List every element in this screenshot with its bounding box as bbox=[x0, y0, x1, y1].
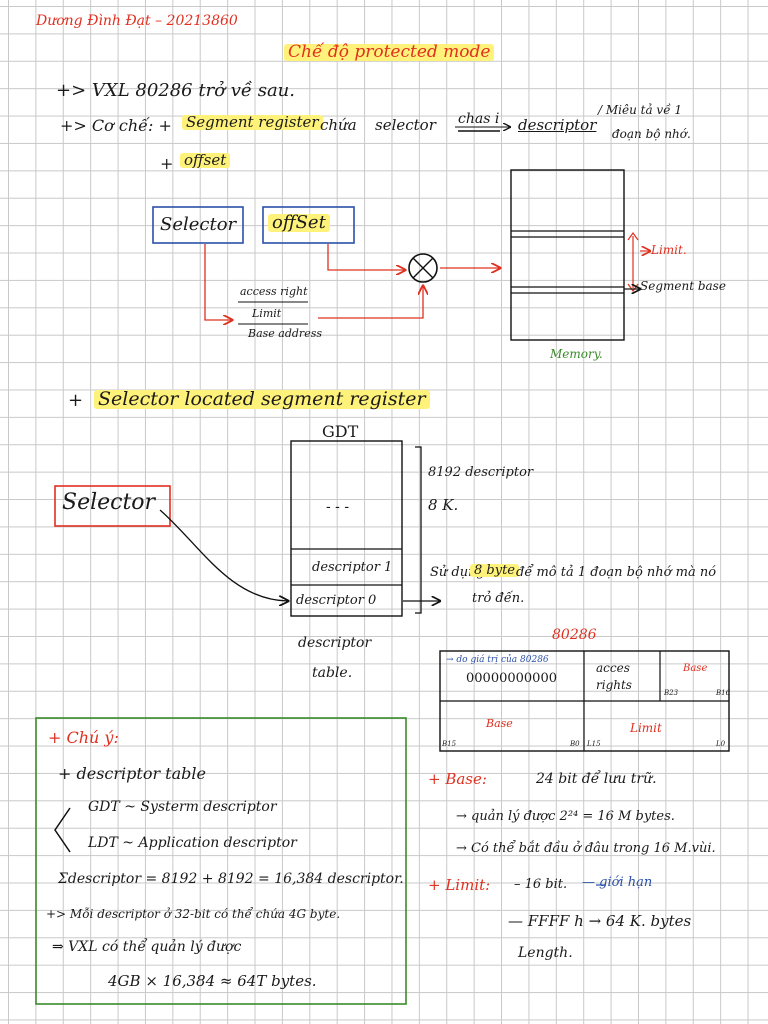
selector-box2-frame bbox=[54, 485, 171, 527]
brace-k: 8 K. bbox=[428, 496, 459, 514]
selector-word: selector bbox=[375, 116, 436, 134]
cell1-value: 00000000000 bbox=[466, 671, 557, 686]
base-desc: 24 bit để lưu trữ. bbox=[536, 771, 657, 787]
memory-block bbox=[510, 169, 625, 341]
table-dots: - - - bbox=[326, 499, 350, 515]
brace-count: 8192 descriptor bbox=[428, 465, 534, 480]
contains-word: chứa bbox=[320, 116, 357, 134]
note-title: + Chú ý: bbox=[48, 728, 119, 747]
chas-word: chas i bbox=[458, 111, 500, 127]
selector-box-label: Selector bbox=[160, 214, 237, 235]
l15: L15 bbox=[587, 740, 601, 748]
descriptor-table-label2: table. bbox=[312, 665, 353, 681]
offset-box-label: offSet bbox=[268, 214, 330, 232]
segment-register-label: Segment register bbox=[182, 115, 323, 130]
base-heading: + Base: bbox=[428, 770, 487, 788]
limit-desc: – 16 bit. bbox=[514, 877, 568, 892]
gdt-table bbox=[290, 440, 403, 617]
limit-heading: + Limit: bbox=[428, 876, 491, 894]
ffff-line: — FFFF h → 64 K. bytes bbox=[508, 912, 692, 930]
limit-text: Limit bbox=[252, 307, 282, 320]
author-line: Dương Đình Đạt – 20213860 bbox=[36, 13, 238, 29]
table-80286-title: 80286 bbox=[552, 627, 597, 643]
segment-base-label: Segment base bbox=[640, 279, 726, 293]
b15: B15 bbox=[442, 740, 457, 748]
manage-line: → quản lý được 2²⁴ = 16 M bytes. bbox=[456, 809, 675, 824]
memory-label: Memory. bbox=[550, 347, 603, 361]
start-line: → Có thể bắt đầu ở đâu trong 16 M.vùi. bbox=[456, 841, 716, 856]
vxl-line: ⇒ VXL có thể quản lý được bbox=[52, 939, 242, 955]
selector-curve bbox=[159, 509, 288, 601]
b23: B23 bbox=[664, 689, 679, 697]
selector-box-frame bbox=[152, 206, 244, 244]
access-rights-text: access right bbox=[240, 285, 308, 298]
offset-box-frame bbox=[262, 206, 355, 244]
total-line: 4GB × 16,384 ≈ 64T bytes. bbox=[108, 972, 317, 990]
limit-cell: Limit bbox=[630, 721, 662, 735]
page-title: Chế độ protected mode bbox=[284, 44, 495, 61]
cell1-note: → do giá trị của 80286 bbox=[446, 655, 549, 665]
sum-line: Σdescriptor = 8192 + 8192 = 16,384 descr… bbox=[58, 871, 404, 887]
limit-blue: — giới hạn bbox=[582, 875, 653, 890]
gdt-label: GDT bbox=[322, 422, 359, 441]
l0: L0 bbox=[716, 740, 726, 748]
gdt-line: GDT ~ Systerm descriptor bbox=[88, 799, 277, 815]
base-cell-bottom: Base bbox=[486, 717, 513, 730]
b16: B16 bbox=[716, 689, 731, 697]
note-line1: / Miêu tả về 1 bbox=[598, 103, 683, 117]
brace bbox=[415, 446, 422, 614]
selector-box2-label: Selector bbox=[62, 490, 156, 515]
eight-byte: 8 byte bbox=[470, 564, 519, 577]
note-box-frame bbox=[35, 717, 407, 1005]
base-cell-top: Base bbox=[683, 663, 708, 674]
length-word: Length. bbox=[518, 945, 573, 961]
intro-line1: +> VXL 80286 trở về sau. bbox=[56, 80, 296, 101]
use-line2: trỏ đến. bbox=[472, 591, 525, 606]
descriptor-0: descriptor 0 bbox=[296, 593, 377, 608]
selector-arrow bbox=[204, 244, 232, 320]
descriptor-1: descriptor 1 bbox=[312, 560, 393, 575]
limit-arrow-label: Limit. bbox=[651, 243, 687, 257]
section2-heading: Selector located segment register bbox=[94, 390, 430, 409]
offset-arrow bbox=[327, 244, 405, 270]
descriptor-table-label1: descriptor bbox=[298, 635, 372, 651]
use-suffix: để mô tả 1 đoạn bộ nhớ mà nó bbox=[516, 565, 717, 580]
base-address-text: Base address bbox=[248, 327, 322, 340]
note-line1: + descriptor table bbox=[58, 764, 206, 783]
ldt-line: LDT ~ Application descriptor bbox=[88, 835, 297, 851]
offset-label: offset bbox=[180, 153, 231, 168]
note-line2: đoạn bộ nhớ. bbox=[612, 127, 691, 141]
b0: B0 bbox=[570, 740, 580, 748]
access-rights-cell: acces rights bbox=[596, 661, 632, 692]
plus-sign: + bbox=[160, 154, 174, 173]
base-arrow bbox=[318, 286, 423, 319]
mechanism-prefix: +> Cơ chế: + bbox=[60, 116, 172, 135]
adder-circle bbox=[408, 253, 438, 283]
each-line: +> Mỗi descriptor ở 32-bit có thể chứa 4… bbox=[46, 907, 341, 921]
descriptor-word: descriptor bbox=[518, 116, 597, 134]
